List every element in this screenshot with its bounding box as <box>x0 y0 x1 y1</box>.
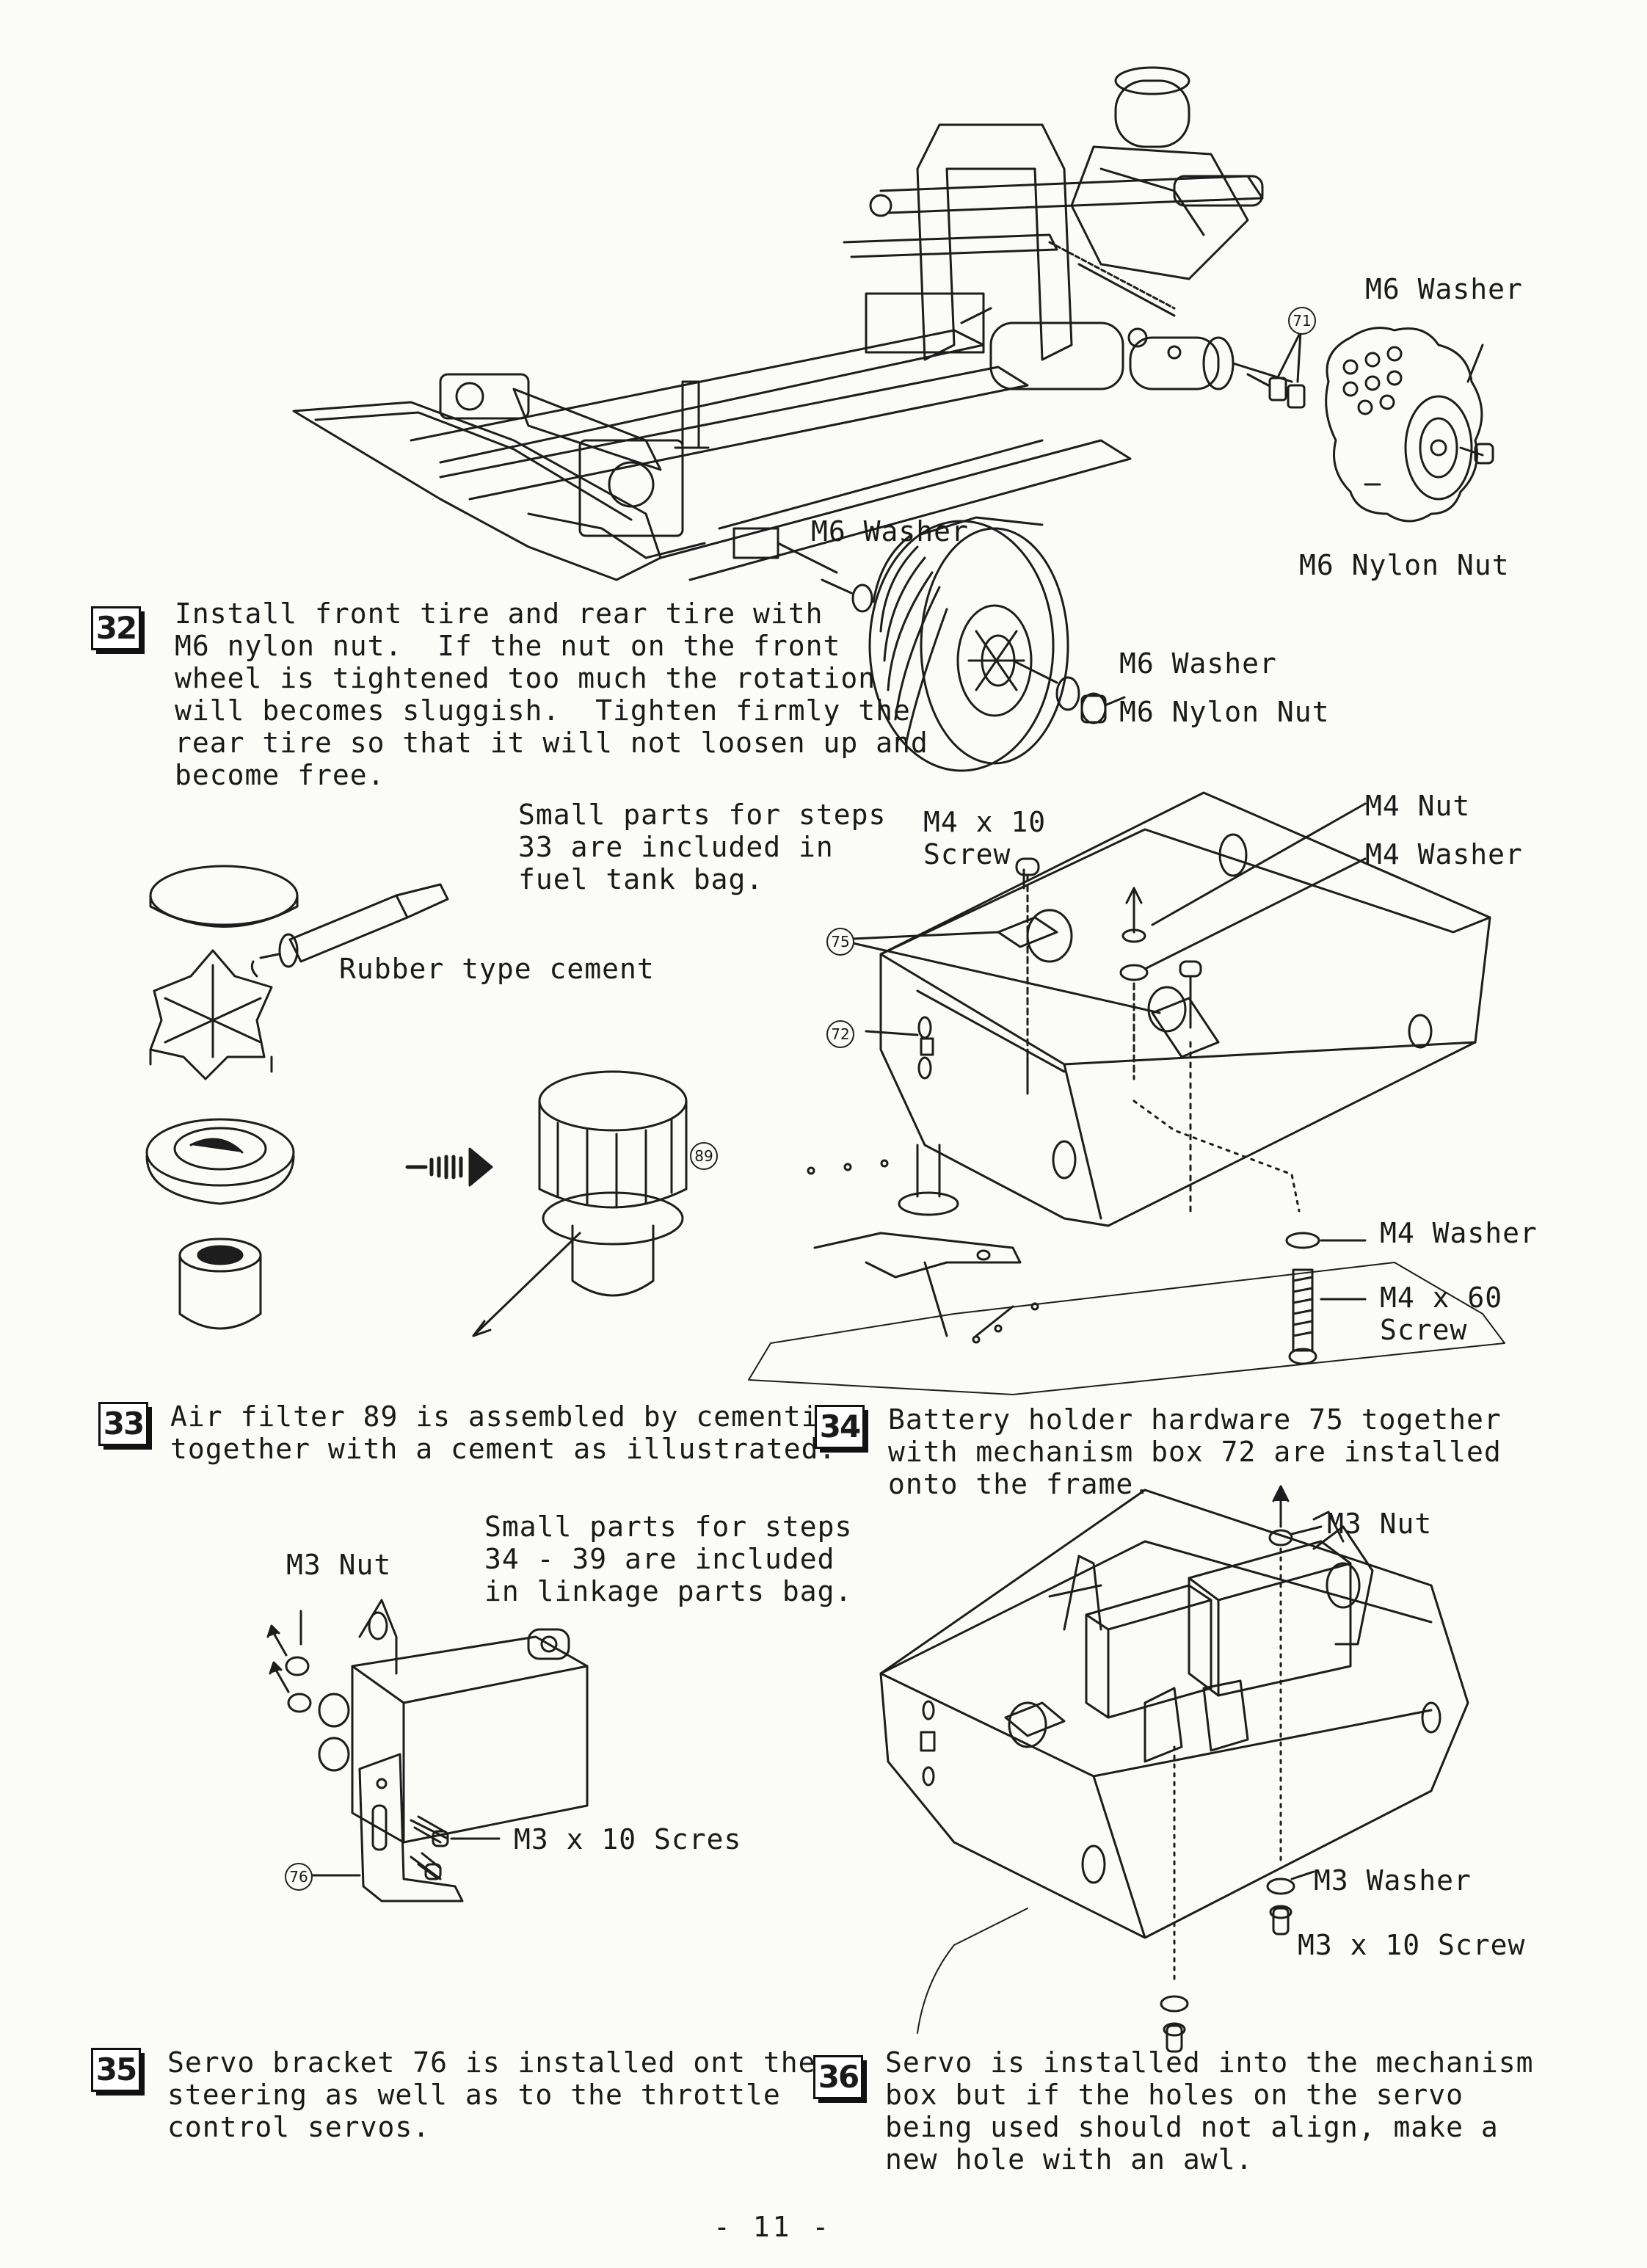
step35-note-line-1: Small parts for steps <box>484 1511 853 1543</box>
label-m3-nut-box: M3 Nut <box>1327 1508 1433 1540</box>
label-m4x60-line1: M4 x 60 <box>1380 1282 1503 1314</box>
servo-bracket-illustration <box>266 1599 589 1902</box>
step36-line-1: Servo is installed into the mechanism <box>885 2046 1534 2079</box>
part-number-72: 72 <box>826 1020 854 1048</box>
step35-line-2: steering as well as to the throttle <box>167 2079 781 2111</box>
step32-line-6: become free. <box>175 759 385 791</box>
step32-line-5: rear tire so that it will not loosen up … <box>175 727 928 759</box>
part-number-76: 76 <box>285 1863 313 1891</box>
step33-note-line-3: fuel tank bag. <box>518 863 764 895</box>
label-m3x10-scres: M3 x 10 Scres <box>514 1823 742 1856</box>
step35-line-1: Servo bracket 76 is installed ont the <box>167 2046 816 2079</box>
label-m6-washer-rear: M6 Washer <box>1365 273 1523 305</box>
air-filter-illustration <box>145 865 688 1337</box>
step32-line-4: will becomes sluggish. Tighten firmly th… <box>175 694 911 727</box>
label-m6-washer-front-inner: M6 Washer <box>811 515 969 548</box>
step32-line-1: Install front tire and rear tire with <box>175 597 824 630</box>
part-number-71: 71 <box>1288 307 1316 335</box>
label-m4x10-line1: M4 x 10 <box>923 806 1047 838</box>
label-rubber-cement: Rubber type cement <box>339 953 655 985</box>
label-m6-nylon-nut-rear: M6 Nylon Nut <box>1299 549 1510 581</box>
front-tire <box>868 520 1069 772</box>
chassis-illustration <box>292 66 1494 772</box>
part-number-89: 89 <box>690 1142 718 1170</box>
servo-in-box-illustration <box>879 1485 1469 2053</box>
label-m4-washer-top: M4 Washer <box>1365 838 1523 871</box>
step35-note-line-2: 34 - 39 are included <box>484 1543 835 1575</box>
step33-note-line-2: 33 are included in <box>518 831 834 863</box>
label-m3-washer: M3 Washer <box>1314 1864 1472 1897</box>
mechanism-box-illustration <box>748 791 1505 1395</box>
step32-line-2: M6 nylon nut. If the nut on the front <box>175 630 841 662</box>
step33-note-line-1: Small parts for steps <box>518 799 887 831</box>
step34-line-2: with mechanism box 72 are installed <box>888 1436 1502 1468</box>
step-badge-32: 32 <box>91 606 145 654</box>
step-badge-33: 33 <box>98 1402 152 1450</box>
label-m6-nylon-nut-front: M6 Nylon Nut <box>1119 696 1330 728</box>
step36-line-4: new hole with an awl. <box>885 2143 1254 2176</box>
label-m4x10-line2: Screw <box>923 838 1011 871</box>
step33-line-1: Air filter 89 is assembled by cementing <box>170 1400 854 1433</box>
step33-line-2: together with a cement as illustrated. <box>170 1433 837 1465</box>
page-number: - 11 - <box>713 2211 832 2243</box>
step34-line-1: Battery holder hardware 75 together <box>888 1403 1502 1436</box>
part-number-75: 75 <box>826 928 854 956</box>
label-m4-washer-bottom: M4 Washer <box>1380 1217 1538 1249</box>
step32-line-3: wheel is tightened too much the rotation <box>175 662 876 694</box>
step-badge-36: 36 <box>813 2055 867 2103</box>
step-badge-35: 35 <box>91 2048 145 2096</box>
label-m4x60-line2: Screw <box>1380 1314 1468 1346</box>
step35-line-3: control servos. <box>167 2111 431 2143</box>
step34-line-3: onto the frame. <box>888 1468 1152 1500</box>
step36-line-3: being used should not align, make a <box>885 2111 1499 2143</box>
label-m4-nut: M4 Nut <box>1365 790 1471 822</box>
step36-line-2: box but if the holes on the servo <box>885 2079 1464 2111</box>
label-m3x10-screw: M3 x 10 Screw <box>1298 1929 1526 1961</box>
step-badge-34: 34 <box>815 1405 868 1453</box>
label-m6-washer-front-outer: M6 Washer <box>1119 647 1277 680</box>
rear-paddle-wheel <box>1325 327 1494 523</box>
label-m3-nut-servo: M3 Nut <box>286 1549 392 1581</box>
step35-note-line-3: in linkage parts bag. <box>484 1575 853 1607</box>
